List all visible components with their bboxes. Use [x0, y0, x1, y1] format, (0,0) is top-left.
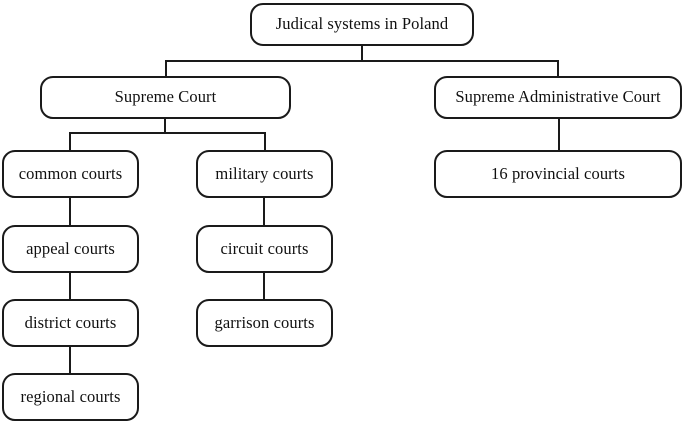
node-circuit-courts-label: circuit courts: [220, 238, 309, 258]
connector-level1-drop-right: [557, 60, 559, 77]
node-root: Judical systems in Poland: [250, 3, 474, 46]
node-military-courts: military courts: [196, 150, 333, 198]
connector-military-to-circuit: [263, 198, 265, 226]
node-garrison-courts-label: garrison courts: [214, 312, 315, 332]
node-district-courts-label: district courts: [24, 312, 117, 332]
connector-root-stem: [361, 46, 363, 62]
connector-level1-drop-left: [165, 60, 167, 77]
connector-level2-drop-left: [69, 132, 71, 151]
node-supreme-administrative-court-label: Supreme Administrative Court: [455, 87, 661, 107]
node-appeal-courts: appeal courts: [2, 225, 139, 273]
node-supreme-court-label: Supreme Court: [114, 87, 217, 107]
connector-district-to-regional: [69, 347, 71, 374]
connector-sac-to-provincial: [558, 119, 560, 151]
connector-level2-bus: [69, 132, 266, 134]
node-appeal-courts-label: appeal courts: [26, 238, 115, 258]
node-common-courts: common courts: [2, 150, 139, 198]
node-circuit-courts: circuit courts: [196, 225, 333, 273]
node-regional-courts-label: regional courts: [20, 386, 121, 406]
node-supreme-court: Supreme Court: [40, 76, 291, 119]
node-root-label: Judical systems in Poland: [275, 14, 449, 34]
node-supreme-administrative-court: Supreme Administrative Court: [434, 76, 682, 119]
node-common-courts-label: common courts: [18, 163, 123, 183]
connector-appeal-to-district: [69, 273, 71, 300]
connector-level1-bus: [165, 60, 559, 62]
node-provincial-courts: 16 provincial courts: [434, 150, 682, 198]
connector-circuit-to-garrison: [263, 273, 265, 300]
connector-level2-drop-right: [264, 132, 266, 151]
node-military-courts-label: military courts: [215, 163, 314, 183]
node-regional-courts: regional courts: [2, 373, 139, 421]
node-provincial-courts-label: 16 provincial courts: [491, 163, 625, 183]
node-district-courts: district courts: [2, 299, 139, 347]
connector-supreme-court-stem: [164, 119, 166, 134]
node-garrison-courts: garrison courts: [196, 299, 333, 347]
connector-common-to-appeal: [69, 198, 71, 226]
